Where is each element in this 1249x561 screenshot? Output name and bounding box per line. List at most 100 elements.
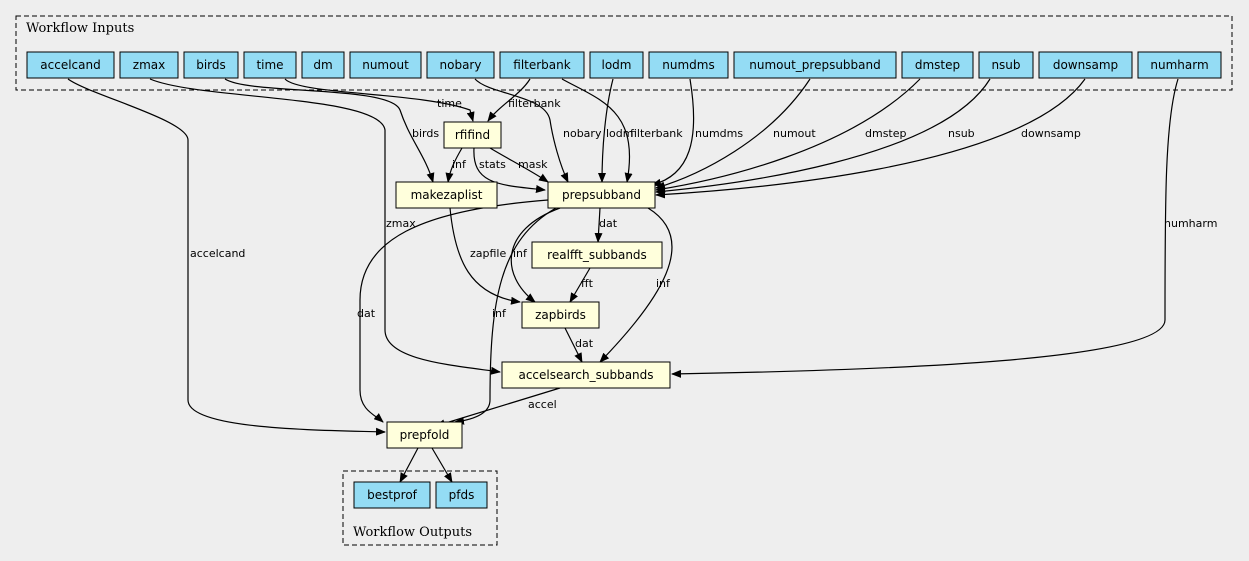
step-label-zapbirds: zapbirds: [535, 308, 586, 322]
edge-rfifind-prepsubband-stats: [473, 147, 546, 193]
edge-label-nsub: nsub: [948, 127, 975, 140]
edge-label-inf-prep-accel: inf: [656, 277, 671, 290]
step-node-accelsearch-subbands[interactable]: [501, 361, 671, 389]
edge-label-time: time: [437, 97, 462, 110]
input-node-nsub[interactable]: [978, 51, 1034, 79]
edge-accelsearch-prepfold: [435, 387, 561, 428]
step-label-prepfold: prepfold: [400, 428, 450, 442]
input-label-birds: birds: [196, 58, 226, 72]
edge-label-accel: accel: [528, 398, 557, 411]
edge-prepsubband-prepfold-inf: [454, 207, 557, 425]
input-node-downsamp[interactable]: [1038, 51, 1133, 79]
input-node-lodm[interactable]: [589, 51, 644, 79]
edge-zapbirds-accelsearch: [564, 327, 583, 363]
edge-makezaplist-zapbirds: [449, 207, 521, 305]
output-nodes: bestprof pfds: [353, 481, 488, 509]
edge-label-numharm: numharm: [1164, 217, 1217, 230]
edge-downsamp-prepsubband: [655, 78, 1086, 199]
step-label-prepsubband: prepsubband: [562, 188, 641, 202]
output-node-bestprof[interactable]: [353, 481, 431, 509]
input-label-numdms: numdms: [662, 58, 714, 72]
edges: time filterbank birds inf stats mask nob…: [67, 78, 1217, 483]
edge-nsub-prepsubband: [655, 78, 991, 196]
edge-label-accelcand: accelcand: [190, 247, 245, 260]
step-node-prepsubband[interactable]: [547, 181, 656, 209]
edge-label-mask: mask: [518, 158, 548, 171]
step-node-realfft-subbands[interactable]: [531, 241, 663, 269]
input-nodes: accelcand zmax birds time dm numout noba…: [26, 51, 1222, 79]
output-node-pfds[interactable]: [435, 481, 488, 509]
edge-accelcand-prepfold: [67, 78, 386, 436]
workflow-outputs-label: Workflow Outputs: [353, 525, 472, 540]
edge-label-zapfile: zapfile: [470, 247, 506, 260]
edge-label-dmstep: dmstep: [865, 127, 907, 140]
input-label-nobary: nobary: [440, 58, 482, 72]
input-node-accelcand[interactable]: [26, 51, 115, 79]
edge-label-filterbank-prep: filterbank: [630, 127, 683, 140]
edge-label-inf-prep-fold: inf: [492, 307, 507, 320]
input-label-accelcand: accelcand: [40, 58, 100, 72]
input-node-filterbank[interactable]: [499, 51, 585, 79]
workflow-inputs-cluster: [15, 15, 1233, 91]
input-node-dmstep[interactable]: [901, 51, 974, 79]
edge-label-inf-prep-zap: inf: [513, 247, 528, 260]
edge-realfft-zapbirds: [569, 267, 591, 303]
step-label-rfifind: rfifind: [455, 128, 490, 142]
step-label-makezaplist: makezaplist: [411, 188, 483, 202]
input-label-downsamp: downsamp: [1053, 58, 1118, 72]
edge-nobary-prepsubband: [474, 78, 569, 183]
edge-label-stats: stats: [479, 158, 506, 171]
input-node-numdms[interactable]: [648, 51, 729, 79]
edge-prepsubband-prepfold-dat: [359, 199, 549, 423]
input-node-nobary[interactable]: [426, 51, 495, 79]
input-node-numout-prepsubband[interactable]: [733, 51, 897, 79]
edge-numdms-prepsubband: [651, 78, 695, 187]
output-label-pfds: pfds: [449, 488, 475, 502]
step-node-zapbirds[interactable]: [521, 301, 600, 329]
edge-filterbank-rfifind: [487, 78, 531, 122]
edge-label-dat-prep-fold: dat: [357, 307, 376, 320]
input-label-nsub: nsub: [991, 58, 1020, 72]
edge-zmax-accelsearch: [149, 78, 501, 375]
output-label-bestprof: bestprof: [367, 488, 418, 502]
edge-rfifind-prepsubband-mask: [489, 147, 549, 183]
step-node-makezaplist[interactable]: [395, 181, 498, 209]
step-label-realfft-subbands: realfft_subbands: [547, 248, 647, 262]
step-node-prepfold[interactable]: [386, 421, 463, 449]
input-label-filterbank: filterbank: [513, 58, 570, 72]
edge-label-fft: fft: [581, 277, 594, 290]
input-label-numout-prepsubband: numout_prepsubband: [749, 58, 881, 72]
edge-dmstep-prepsubband: [655, 78, 921, 193]
edge-prepfold-pfds: [431, 447, 453, 483]
input-node-dm[interactable]: [301, 51, 345, 79]
edge-numharm-accelsearch: [671, 78, 1179, 378]
input-label-zmax: zmax: [133, 58, 165, 72]
edge-label-numdms: numdms: [695, 127, 743, 140]
input-label-numharm: numharm: [1150, 58, 1208, 72]
edge-label-zmax: zmax: [386, 217, 416, 230]
input-label-dm: dm: [313, 58, 332, 72]
workflow-outputs-cluster: [342, 470, 498, 546]
step-node-rfifind[interactable]: [443, 121, 502, 149]
input-node-zmax[interactable]: [119, 51, 179, 79]
input-label-dmstep: dmstep: [915, 58, 960, 72]
edge-birds-makezaplist: [224, 78, 435, 183]
edge-label-numout: numout: [773, 127, 816, 140]
edge-label-inf-rfi: inf: [452, 158, 467, 171]
input-node-time[interactable]: [243, 51, 297, 79]
step-nodes: rfifind makezaplist prepsubband realfft_…: [386, 121, 671, 449]
input-node-birds[interactable]: [183, 51, 239, 79]
edge-label-nobary: nobary: [563, 127, 602, 140]
edge-lodm-prepsubband: [598, 78, 614, 183]
edge-numout-prepsubband: [655, 78, 811, 190]
edge-label-downsamp: downsamp: [1021, 127, 1081, 140]
input-node-numharm[interactable]: [1137, 51, 1222, 79]
edge-prepfold-bestprof: [399, 447, 419, 483]
input-label-numout: numout: [362, 58, 409, 72]
input-node-numout[interactable]: [349, 51, 422, 79]
edge-time-rfifind: [284, 78, 475, 122]
edge-label-dat-zap-accel: dat: [575, 337, 594, 350]
edge-prepsubband-accelsearch: [599, 207, 673, 363]
edge-rfifind-makezaplist: [445, 147, 463, 183]
